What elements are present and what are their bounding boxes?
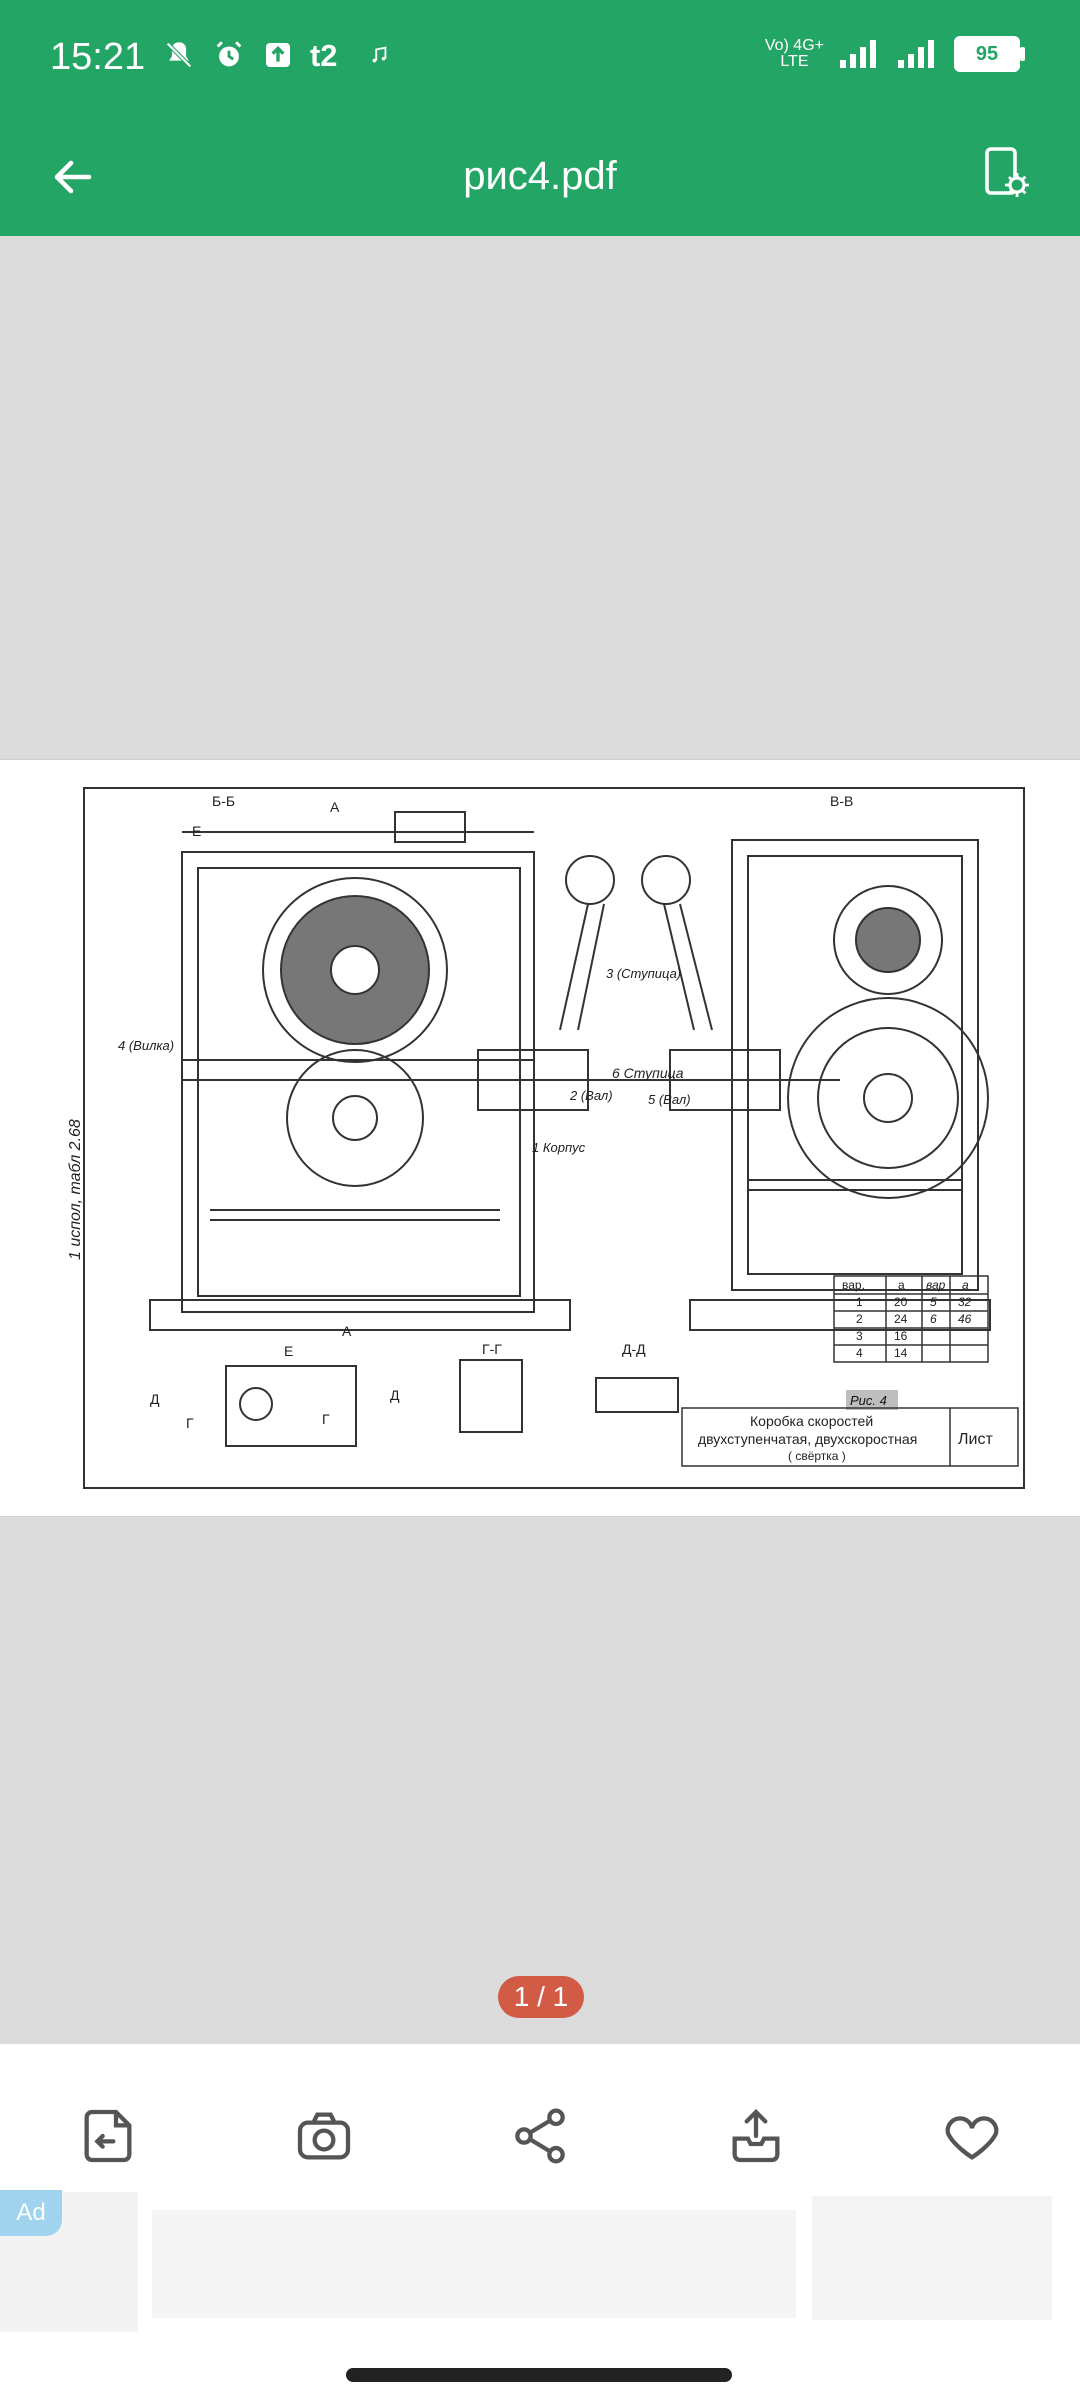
svg-text:3: 3 <box>856 1329 863 1343</box>
label-part-1: 1 Корпус <box>532 1140 586 1155</box>
export-button[interactable] <box>716 2096 796 2176</box>
status-icons: t2 <box>162 38 390 72</box>
arrow-left-icon <box>54 160 92 194</box>
stamp-mark <box>846 1390 898 1410</box>
stamp-text: Рис. 4 <box>850 1393 887 1408</box>
mute-bell-icon <box>166 42 192 68</box>
svg-text:4: 4 <box>856 1346 863 1360</box>
label-d1: Д <box>150 1391 160 1407</box>
handwritten-note: 1 испол, табл 2.68 <box>67 1119 84 1260</box>
label-a-bottom: А <box>342 1323 352 1339</box>
favorite-button[interactable] <box>932 2096 1012 2176</box>
music-note-icon <box>372 46 387 63</box>
svg-text:вар.: вар. <box>842 1278 865 1292</box>
title-block <box>681 1407 1019 1467</box>
variant-table-text: вар. a вар a 1 20 5 32 2 24 6 46 3 16 4 … <box>842 1278 972 1360</box>
share-icon <box>515 2108 565 2164</box>
label-g1: Г <box>186 1415 194 1431</box>
label-dd: Д-Д <box>622 1341 646 1357</box>
label-g2: Г <box>322 1411 330 1427</box>
right-housing <box>689 839 991 1331</box>
alarm-icon <box>216 41 242 67</box>
svg-text:6: 6 <box>930 1312 937 1326</box>
label-part-4: 4 (Вилка) <box>118 1038 174 1053</box>
pdf-page: Б-Б В-В Е А А Е Г-Г Д-Д Д Д Г Г 4 (Вилка… <box>0 760 1080 1516</box>
home-gesture-handle[interactable] <box>346 2368 732 2382</box>
label-part-6: 6 Ступица <box>612 1065 684 1081</box>
share-button[interactable] <box>500 2096 580 2176</box>
left-housing <box>149 811 571 1331</box>
variant-table <box>833 1275 989 1363</box>
svg-text:( свёртка ): ( свёртка ) <box>788 1449 846 1463</box>
label-section-v: В-В <box>830 793 853 809</box>
title-block-text: Коробка скоростей двухступенчатая, двухс… <box>698 1413 993 1463</box>
label-e: Е <box>192 823 201 839</box>
back-button[interactable] <box>38 142 108 212</box>
svg-text:46: 46 <box>958 1312 972 1326</box>
label-part-5: 5 (Вал) <box>648 1092 691 1107</box>
svg-text:Коробка скоростей: Коробка скоростей <box>750 1413 873 1429</box>
ad-banner[interactable]: Ad <box>0 2190 1080 2350</box>
screen-orientation-button[interactable] <box>972 138 1042 208</box>
heart-icon <box>945 2116 999 2160</box>
svg-text:2: 2 <box>856 1312 863 1326</box>
ad-image-right <box>812 2196 1052 2320</box>
svg-text:20: 20 <box>894 1295 908 1309</box>
label-part-3: 3 (Ступица) <box>606 966 681 981</box>
svg-text:t2: t2 <box>310 38 337 72</box>
label-gg: Г-Г <box>482 1341 502 1357</box>
status-time: 15:21 <box>50 36 146 78</box>
document-title: рис4.pdf <box>463 154 617 198</box>
status-right: Vo) 4G+ LTE 95 <box>764 36 1025 72</box>
svg-text:Лист: Лист <box>958 1431 993 1448</box>
bottom-sections <box>225 1359 679 1447</box>
page-indicator: 1 / 1 <box>498 1976 584 2018</box>
ad-content <box>152 2210 796 2318</box>
navigation-bar <box>0 2350 1080 2400</box>
label-d2: Д <box>390 1387 400 1403</box>
svg-text:двухступенчатая, двухскоростна: двухступенчатая, двухскоростная <box>698 1431 917 1447</box>
pdf-viewer[interactable]: Б-Б В-В Е А А Е Г-Г Д-Д Д Д Г Г 4 (Вилка… <box>0 236 1080 2044</box>
technical-drawing: Б-Б В-В Е А А Е Г-Г Д-Д Д Д Г Г 4 (Вилка… <box>67 787 1025 1489</box>
svg-text:32: 32 <box>958 1295 972 1309</box>
levers <box>182 855 840 1111</box>
network-label: Vo) 4G+ LTE <box>764 37 824 70</box>
svg-text:вар: вар <box>926 1278 946 1292</box>
svg-text:a: a <box>898 1278 905 1292</box>
camera-icon <box>297 2112 351 2160</box>
svg-text:24: 24 <box>894 1312 908 1326</box>
svg-text:16: 16 <box>894 1329 908 1343</box>
phone-brightness-icon <box>985 147 1029 197</box>
signal-icon <box>840 40 876 68</box>
tray-upload-icon <box>732 2108 780 2163</box>
upload-icon <box>266 43 290 67</box>
battery-icon: 95 <box>954 36 1025 72</box>
app-bar: рис4.pdf <box>0 120 1080 236</box>
exit-document-button[interactable] <box>68 2096 148 2176</box>
file-exit-icon <box>84 2109 132 2163</box>
signal-icon-2 <box>898 40 934 68</box>
top-app-region: 15:21 t2 Vo) 4G+ LTE 95 рис4.pdf <box>0 0 1080 236</box>
label-a: А <box>330 799 340 815</box>
svg-text:a: a <box>962 1278 969 1292</box>
label-section-b: Б-Б <box>212 793 235 809</box>
svg-text:1: 1 <box>856 1295 863 1309</box>
screenshot-button[interactable] <box>284 2096 364 2176</box>
ad-badge: Ad <box>0 2190 62 2236</box>
svg-text:5: 5 <box>930 1295 937 1309</box>
status-bar: 15:21 t2 Vo) 4G+ LTE 95 <box>0 0 1080 120</box>
label-part-2: 2 (Вал) <box>569 1088 613 1103</box>
svg-text:14: 14 <box>894 1346 908 1360</box>
t2-icon: t2 <box>310 38 337 72</box>
label-e-bottom: Е <box>284 1343 293 1359</box>
